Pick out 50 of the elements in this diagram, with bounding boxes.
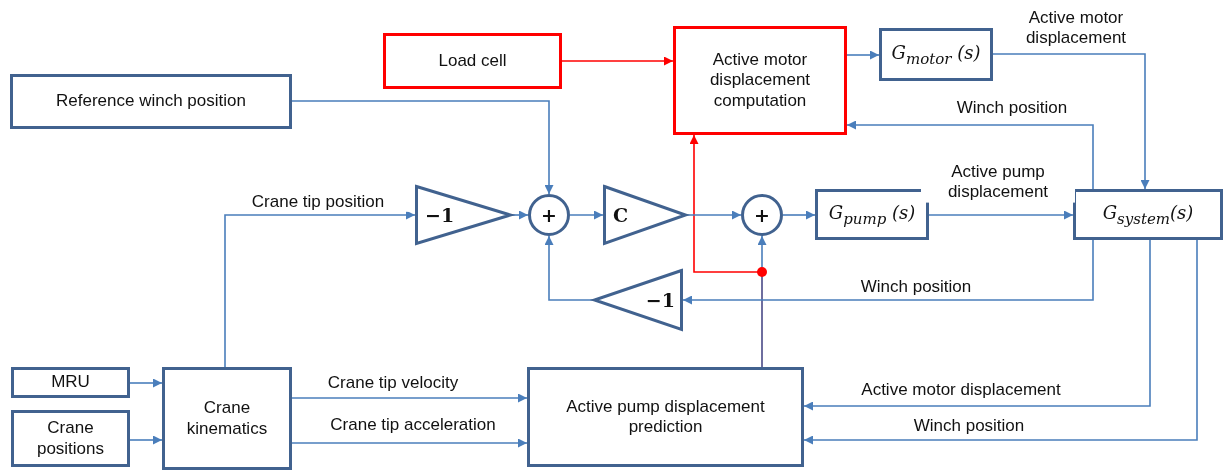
- label-text: +: [754, 204, 770, 226]
- label-text: Active pump displacement prediction: [565, 396, 766, 438]
- process-box: [11, 367, 130, 398]
- arrow: [511, 210, 529, 220]
- process-box: [11, 410, 130, 467]
- arrow: [129, 435, 163, 445]
- arrow: [129, 378, 163, 388]
- label-text: G$_{motor}$ (s): [891, 41, 981, 68]
- arrow: [569, 210, 604, 220]
- arrow: [846, 120, 1094, 190]
- arrow: [291, 438, 528, 448]
- arrow: [928, 210, 1074, 220]
- label-text: Reference winch position: [55, 91, 247, 112]
- arrow: [682, 239, 1094, 305]
- arrow: [291, 100, 554, 195]
- label-text: −1: [645, 289, 675, 311]
- arrow: [561, 56, 674, 66]
- arrow: [846, 50, 880, 60]
- process-box: [162, 367, 292, 470]
- label-text: Load cell: [437, 50, 508, 72]
- process-box: [673, 26, 847, 135]
- arrow: [224, 210, 416, 368]
- arrow: [803, 239, 1198, 445]
- process-box: [383, 33, 562, 89]
- arrow: [992, 53, 1150, 190]
- process-box: [10, 74, 292, 129]
- process-box: [879, 28, 993, 81]
- gain-triangle: [593, 269, 683, 331]
- label-text: G$_{system}$(s): [1102, 201, 1194, 228]
- label-text: Crane positions: [35, 418, 106, 459]
- arrow: [291, 393, 528, 403]
- arrow: [757, 235, 767, 368]
- arrow: [686, 210, 742, 220]
- label-text: +: [541, 204, 557, 226]
- process-box: [1073, 189, 1223, 240]
- arrow: [803, 239, 1151, 411]
- label-text: C: [613, 204, 629, 226]
- label-text: MRU: [50, 372, 91, 393]
- label-text: Active motor displacement computation: [708, 49, 812, 112]
- label-text: Crane kinematics: [185, 398, 269, 439]
- arrow: [544, 235, 594, 301]
- summing-junction: [528, 194, 570, 236]
- process-box: [527, 367, 804, 467]
- label-text: −1: [425, 204, 455, 226]
- gain-triangle: [415, 185, 512, 245]
- label-text: G$_{pump}$ (s): [828, 201, 916, 228]
- process-box: [815, 189, 929, 240]
- gain-triangle: [603, 185, 687, 245]
- summing-junction: [741, 194, 783, 236]
- arrow: [782, 210, 816, 220]
